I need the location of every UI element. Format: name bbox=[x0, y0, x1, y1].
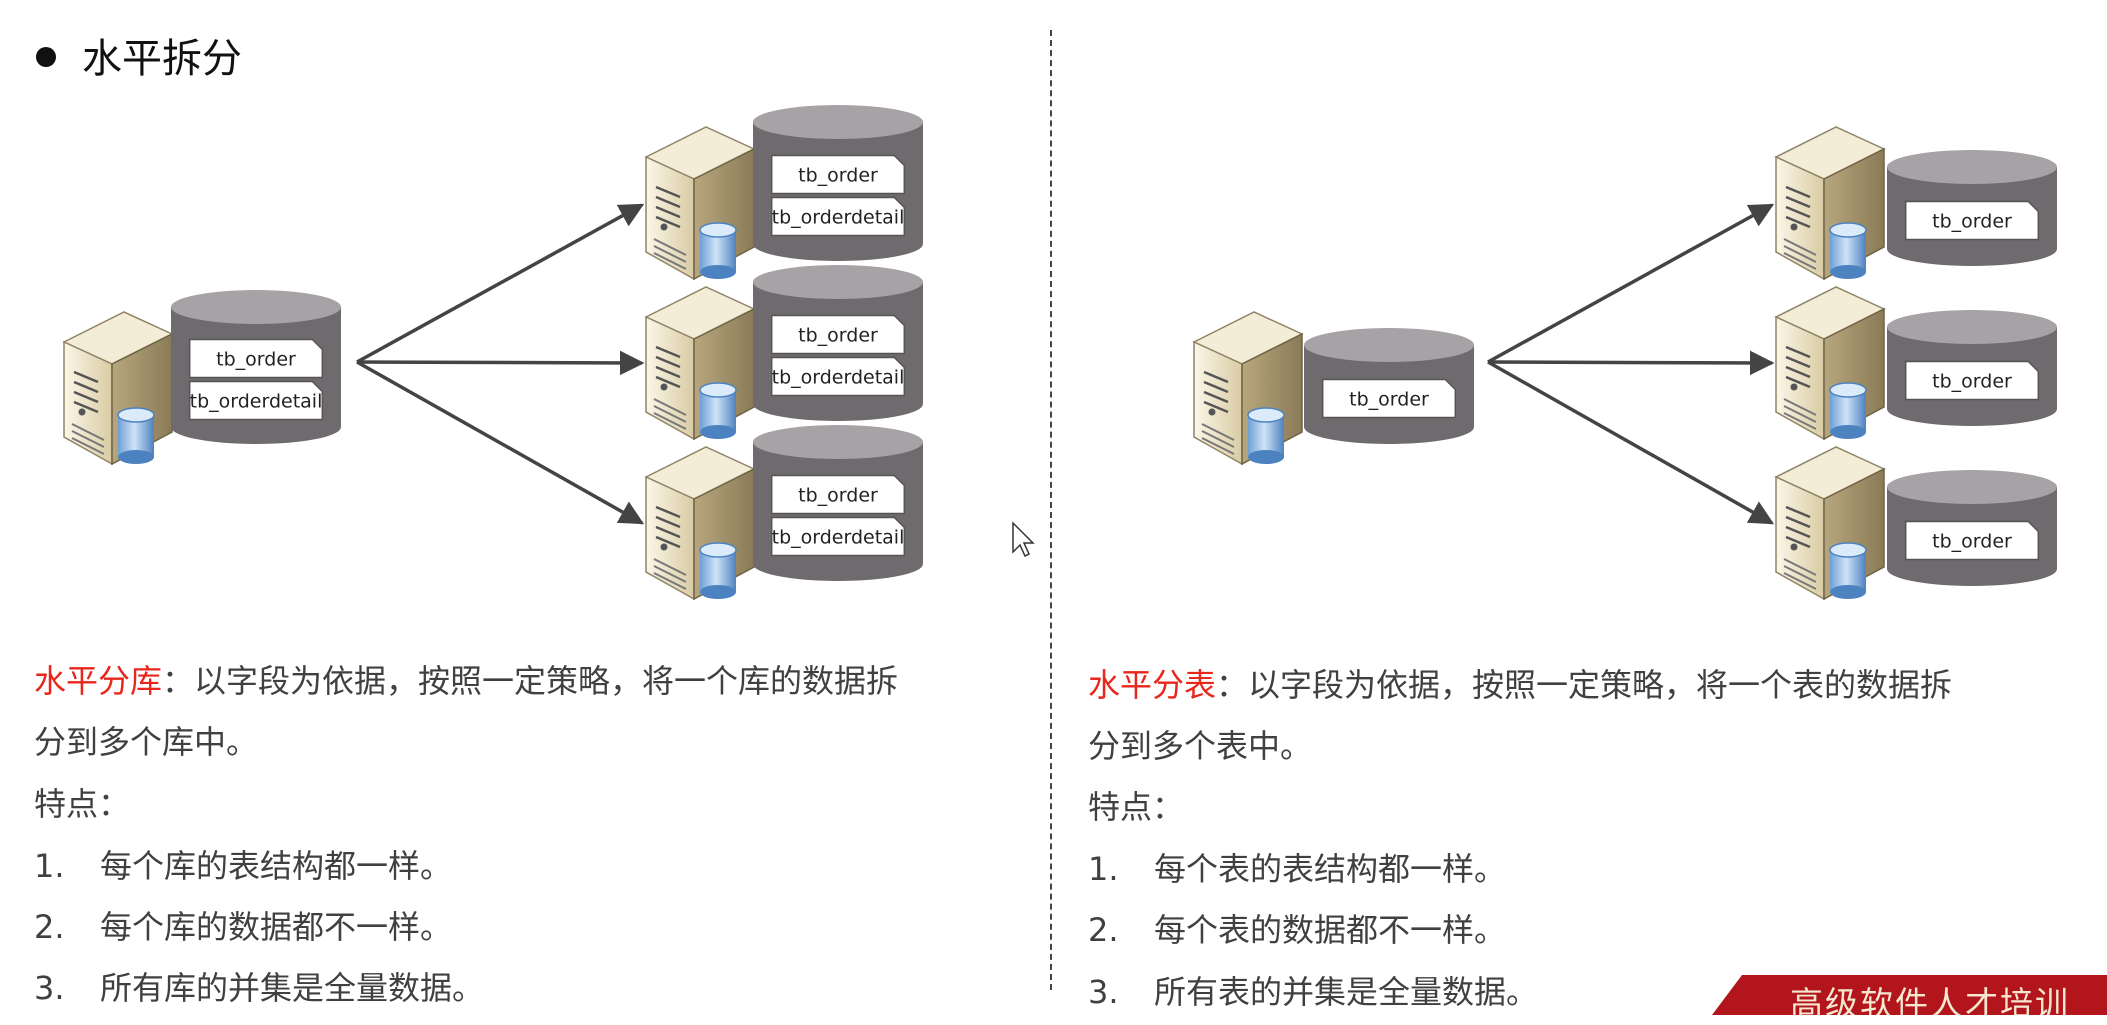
table-label bbox=[1904, 200, 2040, 241]
table-label bbox=[770, 314, 906, 355]
left-term: 水平分库 bbox=[34, 662, 163, 700]
server-icon bbox=[62, 311, 174, 466]
server-icon bbox=[644, 126, 756, 281]
left-feature-item: 1.每个库的表结构都一样。 bbox=[34, 847, 453, 885]
bullet-icon bbox=[36, 47, 56, 67]
database-mini-icon bbox=[699, 542, 737, 599]
database-cylinder: tb_order tb_orderdetail bbox=[753, 105, 923, 261]
table-label bbox=[770, 516, 906, 557]
table-label bbox=[188, 338, 324, 379]
table-name: tb_orderdetail bbox=[190, 391, 323, 413]
arrow-connector bbox=[356, 203, 645, 364]
right-term: 水平分表 bbox=[1088, 666, 1217, 704]
arrow-connector bbox=[1487, 360, 1775, 525]
slide-title: 水平拆分 bbox=[36, 26, 242, 84]
table-label bbox=[770, 356, 906, 397]
server-icon bbox=[1774, 286, 1886, 441]
table-name: tb_order bbox=[216, 349, 296, 371]
table-label bbox=[770, 196, 906, 237]
database-cylinder: tb_order bbox=[1887, 150, 2057, 266]
database-cylinder: tb_order bbox=[1304, 328, 1474, 444]
right-feature-item: 2.每个表的数据都不一样。 bbox=[1088, 911, 1507, 949]
arrow-connector bbox=[1487, 350, 1775, 376]
left-definition-line2: 分到多个库中。 bbox=[34, 723, 259, 761]
database-mini-icon bbox=[1247, 407, 1285, 464]
database-cylinder: tb_order bbox=[1887, 470, 2057, 586]
database-mini-icon bbox=[699, 222, 737, 279]
server-icon bbox=[644, 286, 756, 441]
right-definition-line1: 水平分表：以字段为依据，按照一定策略，将一个表的数据拆 bbox=[1088, 666, 1953, 704]
server-icon bbox=[644, 446, 756, 601]
table-label bbox=[1904, 520, 2040, 561]
database-cylinder: tb_order bbox=[1887, 310, 2057, 426]
server-icon bbox=[1774, 126, 1886, 281]
split-diagram: tb_order tb_orderdetail tb_order tb_orderde… bbox=[62, 105, 2057, 601]
table-name: tb_order bbox=[798, 165, 878, 187]
database-mini-icon bbox=[1829, 542, 1867, 599]
database-cylinder: tb_order tb_orderdetail bbox=[753, 265, 923, 421]
table-name: tb_orderdetail bbox=[772, 367, 905, 389]
table-name: tb_order bbox=[798, 325, 878, 347]
table-name: tb_order bbox=[798, 485, 878, 507]
table-label bbox=[188, 380, 324, 421]
table-label bbox=[770, 154, 906, 195]
left-feature-item: 3.所有库的并集是全量数据。 bbox=[34, 969, 485, 1007]
database-cylinder: tb_order tb_orderdetail bbox=[171, 290, 341, 444]
right-features-label: 特点： bbox=[1088, 788, 1185, 826]
column-divider bbox=[1050, 30, 1052, 990]
arrow-connector bbox=[1487, 203, 1775, 364]
database-cylinder: tb_order tb_orderdetail bbox=[753, 425, 923, 581]
table-label bbox=[770, 474, 906, 515]
right-feature-item: 1.每个表的表结构都一样。 bbox=[1088, 850, 1507, 888]
table-name: tb_orderdetail bbox=[772, 527, 905, 549]
left-feature-item: 2.每个库的数据都不一样。 bbox=[34, 908, 453, 946]
table-name: tb_order bbox=[1349, 389, 1429, 411]
database-mini-icon bbox=[117, 407, 155, 464]
database-mini-icon bbox=[699, 382, 737, 439]
table-name: tb_order bbox=[1932, 211, 2012, 233]
table-name: tb_orderdetail bbox=[772, 207, 905, 229]
table-label bbox=[1321, 378, 1457, 419]
left-definition-line1: 水平分库：以字段为依据，按照一定策略，将一个库的数据拆 bbox=[34, 662, 899, 700]
server-icon bbox=[1192, 311, 1304, 466]
server-icon bbox=[1774, 446, 1886, 601]
database-mini-icon bbox=[1829, 222, 1867, 279]
mouse-cursor-icon bbox=[1012, 521, 1035, 558]
table-name: tb_order bbox=[1932, 531, 2012, 553]
arrow-connector bbox=[356, 360, 645, 525]
right-definition-line2: 分到多个表中。 bbox=[1088, 727, 1313, 765]
brand-banner: 高级软件人才培训 bbox=[1712, 975, 2107, 1015]
table-label bbox=[1904, 360, 2040, 401]
arrow-connector bbox=[356, 350, 645, 376]
database-mini-icon bbox=[1829, 382, 1867, 439]
left-features-label: 特点： bbox=[34, 785, 131, 823]
right-feature-item: 3.所有表的并集是全量数据。 bbox=[1088, 973, 1539, 1011]
table-name: tb_order bbox=[1932, 371, 2012, 393]
